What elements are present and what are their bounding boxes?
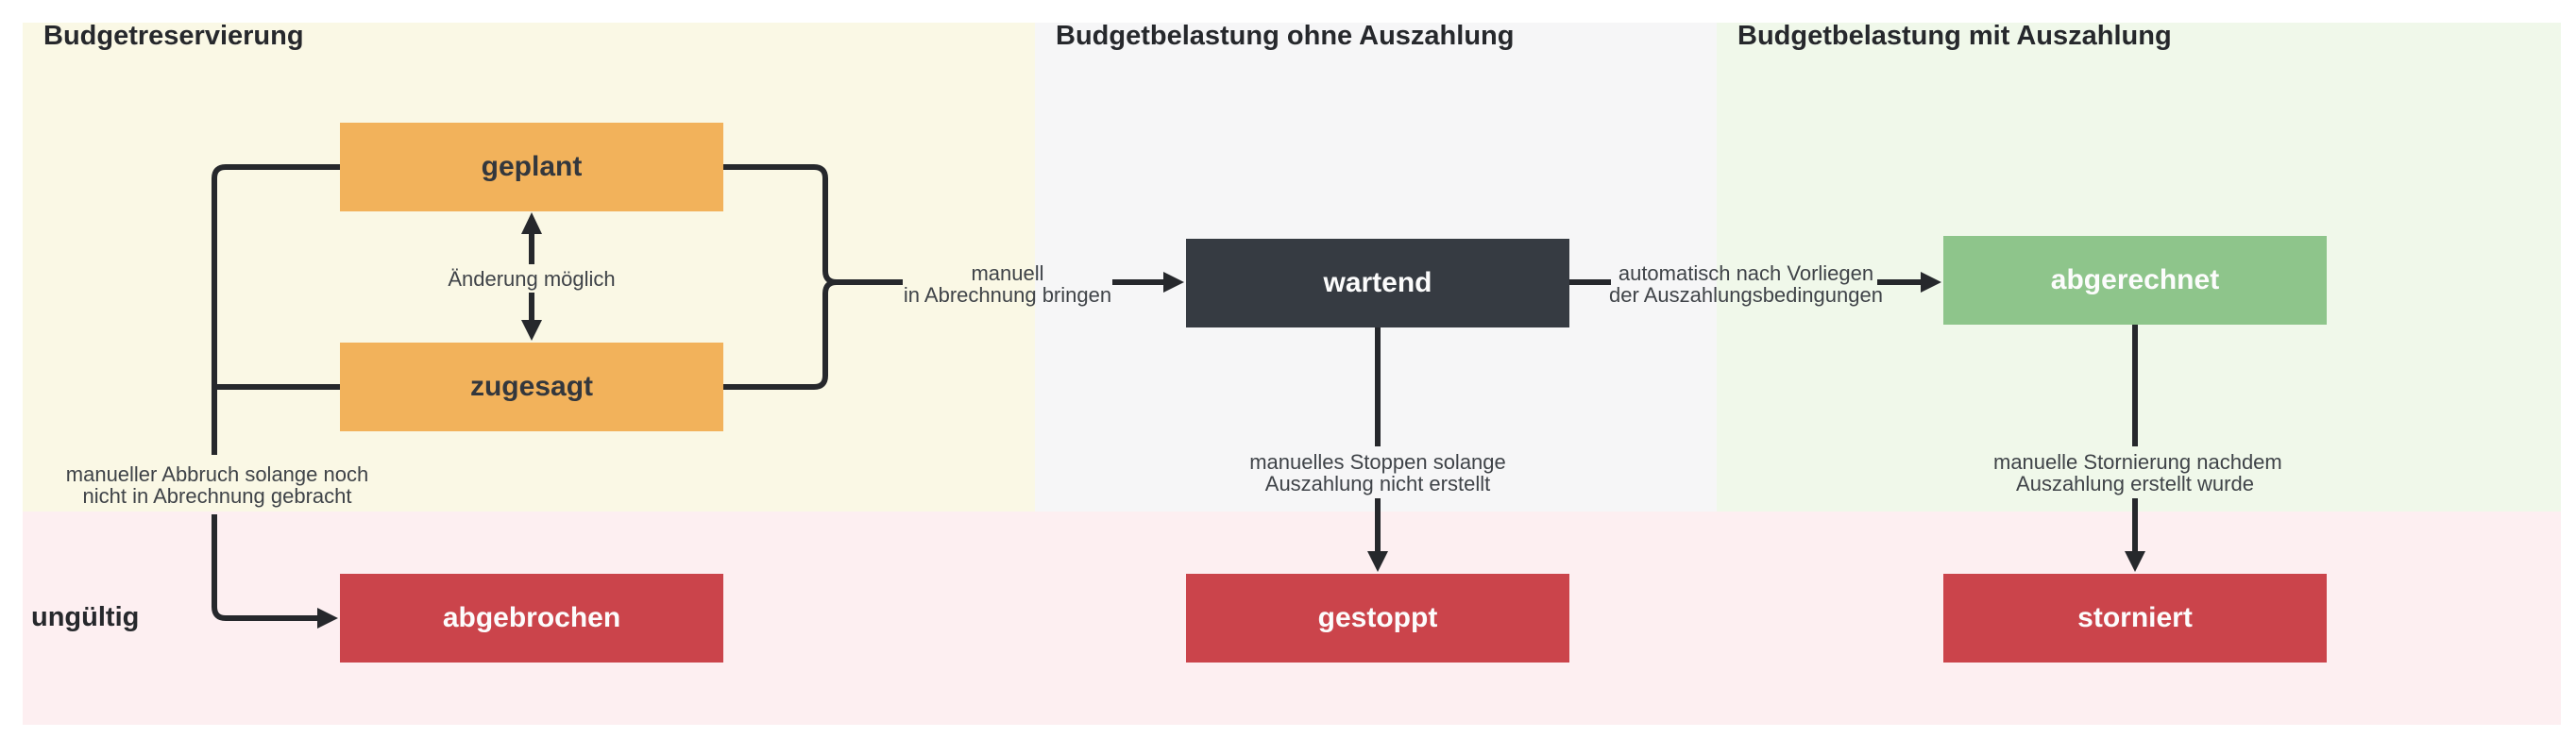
edge-label-line: der Auszahlungsbedingungen — [1609, 283, 1883, 307]
edge-label-manuelle-stornierung: manuelle Stornierung nachdem Auszahlung … — [1993, 450, 2282, 495]
lane-title-ungueltig: ungültig — [31, 602, 140, 632]
edge-label-aenderung-moeglich: Änderung möglich — [390, 268, 673, 290]
lane-title-budgetbelastung-mit-auszahlung: Budgetbelastung mit Auszahlung — [1737, 21, 2172, 51]
edge-label-line: Auszahlung nicht erstellt — [1264, 472, 1491, 495]
edge-label-line: in Abrechnung bringen — [903, 283, 1112, 307]
edge-label-line: nicht in Abrechnung gebracht — [82, 484, 352, 508]
edge-label-manuelles-stoppen: manuelles Stoppen solange Auszahlung nic… — [1236, 451, 1519, 495]
edge-label-line: Änderung möglich — [448, 267, 616, 291]
state-node-gestoppt: gestoppt — [1186, 574, 1569, 663]
edge-label-line: manuell — [971, 261, 1044, 285]
state-node-zugesagt: zugesagt — [340, 343, 723, 431]
edge-label-line: manuelle Stornierung nachdem — [1993, 450, 2282, 474]
edge-label-line: manuelles Stoppen solange — [1249, 450, 1506, 474]
state-node-geplant: geplant — [340, 123, 723, 211]
state-node-abgebrochen: abgebrochen — [340, 574, 723, 663]
state-node-storniert: storniert — [1943, 574, 2327, 663]
edge-label-manueller-abbruch: manueller Abbruch solange noch nicht in … — [28, 463, 406, 507]
edge-label-line: automatisch nach Vorliegen — [1618, 261, 1874, 285]
state-node-wartend: wartend — [1186, 239, 1569, 327]
edge-label-line: manueller Abbruch solange noch — [65, 462, 369, 486]
edge-label-automatisch-nach-vorliegen: automatisch nach Vorliegen der Auszahlun… — [1595, 262, 1897, 306]
edge-label-in-abrechnung-bringen: manuell in Abrechnung bringen — [866, 262, 1149, 306]
lane-title-budgetreservierung: Budgetreservierung — [43, 21, 304, 51]
edge-label-line: Auszahlung erstellt wurde — [2016, 472, 2254, 495]
lane-title-budgetbelastung-ohne-auszahlung: Budgetbelastung ohne Auszahlung — [1056, 21, 1515, 51]
state-node-abgerechnet: abgerechnet — [1943, 236, 2327, 325]
